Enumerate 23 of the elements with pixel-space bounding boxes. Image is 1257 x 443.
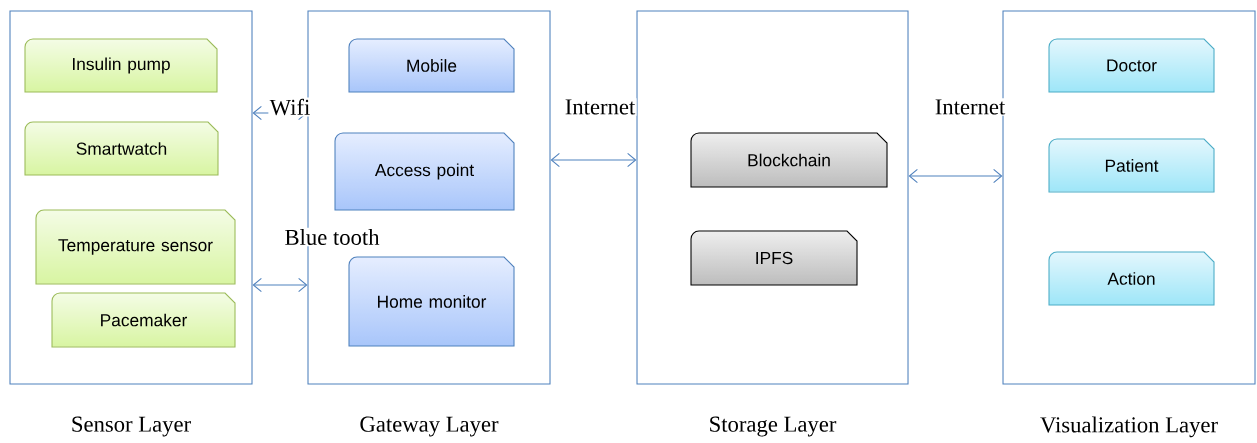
device-box: Smartwatch [24,121,219,176]
device-box: Patient [1048,138,1215,193]
device-box: Insulin pump [24,38,218,93]
device-box: Mobile [348,38,515,93]
device-box: Home monitor [348,256,515,347]
device-box: Blockchain [690,132,888,188]
edge-label: Wifi [268,97,312,117]
arrow [252,277,308,293]
edge-label: Blue tooth [283,227,381,247]
device-box: Action [1048,251,1215,306]
device-box: IPFS [690,230,858,286]
edge-label: Internet [563,98,637,116]
device-box: Temperature sensor [35,209,236,285]
node-label: Sensor Layer [72,416,191,437]
edge-label: Internet [933,98,1007,116]
device-box: Doctor [1048,38,1215,93]
device-box: Access point [334,132,515,211]
node-label: Gateway Layer [360,416,499,437]
node-label: Storage Layer [710,416,837,437]
device-box: Pacemaker [51,292,236,348]
arrow [550,152,637,168]
arrow [908,168,1003,184]
node-label: Visualization Layer [1040,416,1218,438]
